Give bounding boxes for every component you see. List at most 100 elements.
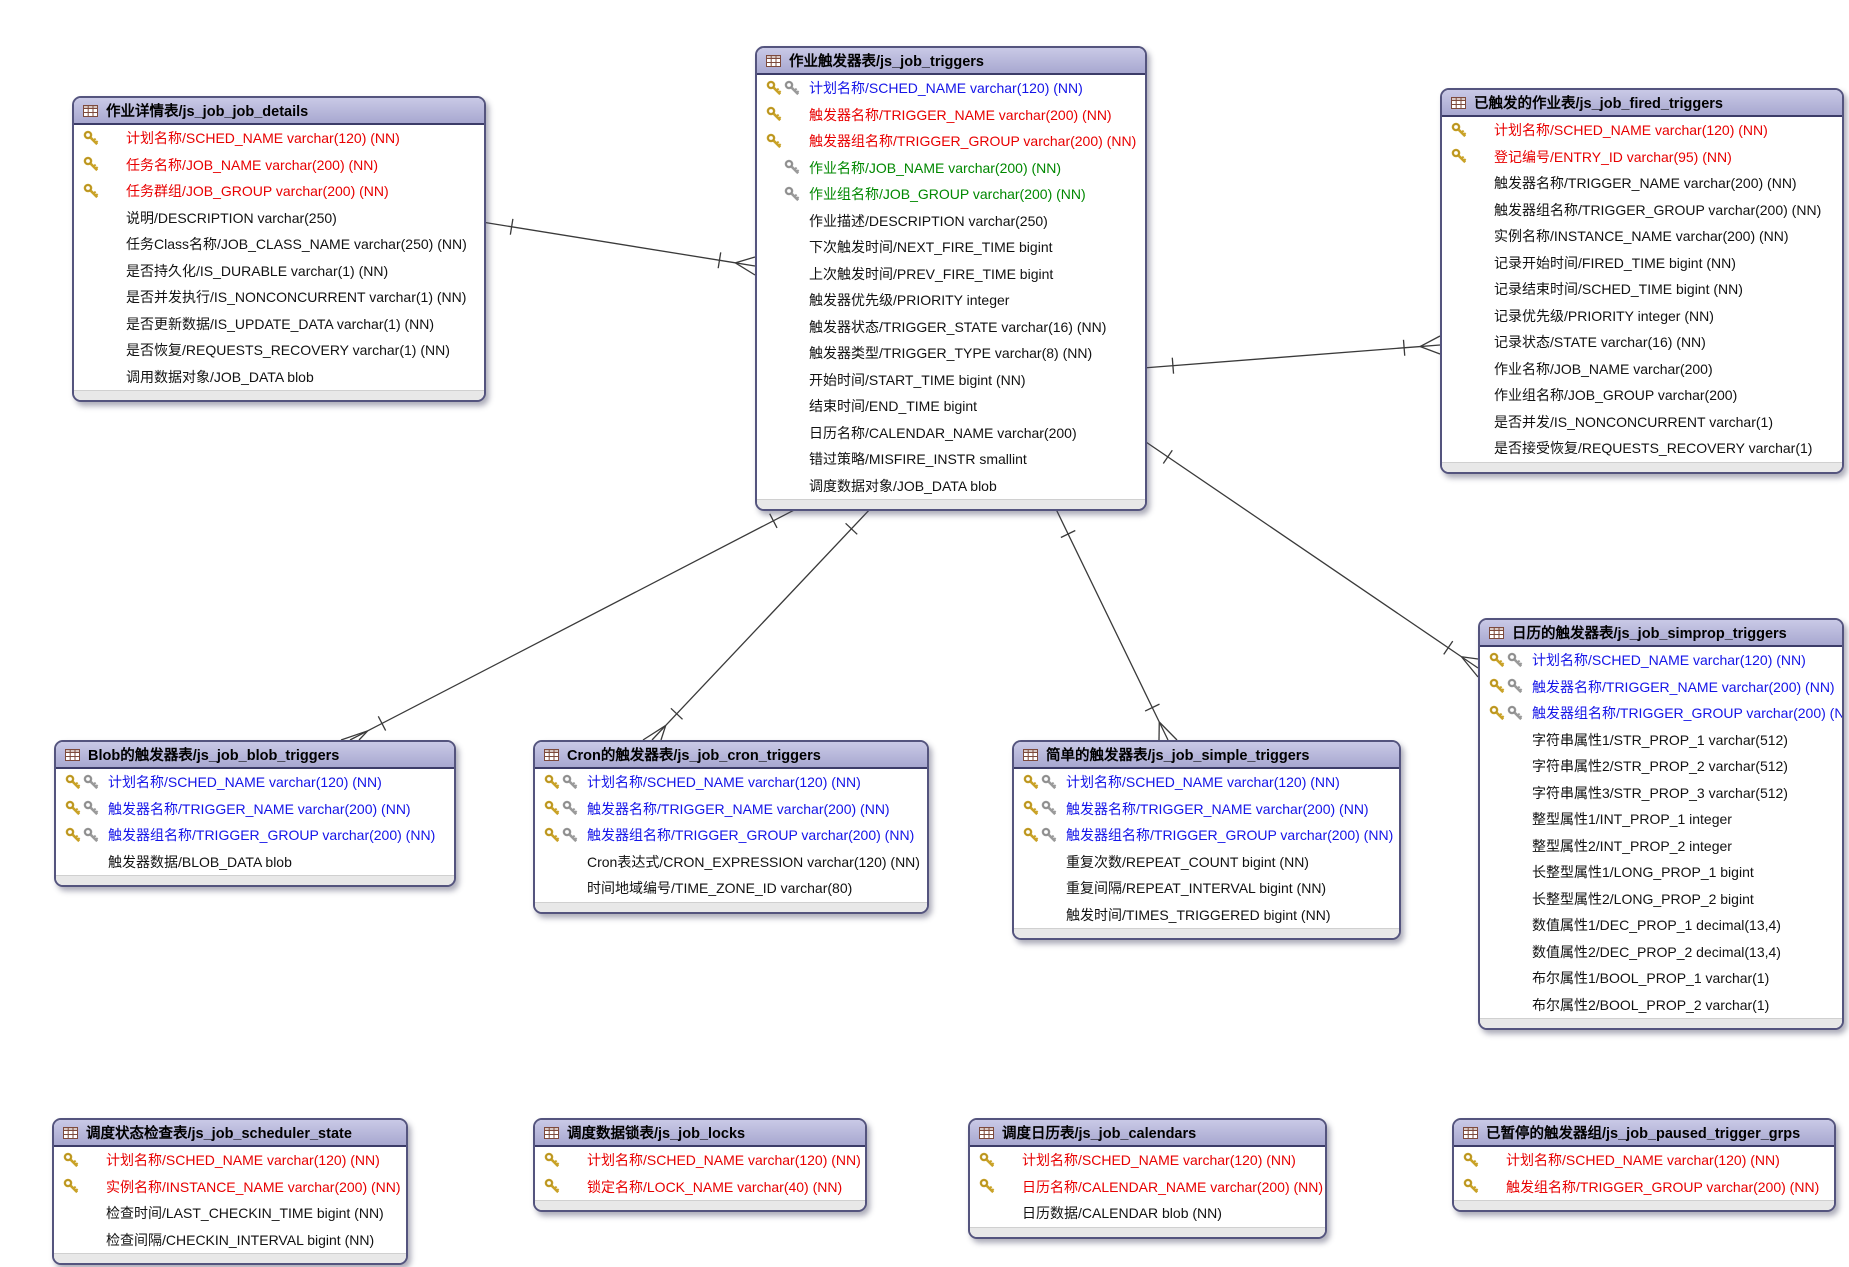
field-row[interactable]: 计划名称/SCHED_NAME varchar(120) (NN) [535,769,927,796]
field-row[interactable]: 计划名称/SCHED_NAME varchar(120) (NN) [74,125,484,152]
field-row[interactable]: 结束时间/END_TIME bigint [757,393,1145,420]
field-row[interactable]: 是否恢复/REQUESTS_RECOVERY varchar(1) (NN) [74,337,484,364]
field-row[interactable]: 整型属性1/INT_PROP_1 integer [1480,806,1842,833]
field-row[interactable]: 锁定名称/LOCK_NAME varchar(40) (NN) [535,1174,865,1201]
field-row[interactable]: 是否并发/IS_NONCONCURRENT varchar(1) [1442,409,1842,436]
field-row[interactable]: 上次触发时间/PREV_FIRE_TIME bigint [757,261,1145,288]
table-title-bar[interactable]: 作业详情表/js_job_job_details [74,98,484,125]
table-title-bar[interactable]: Cron的触发器表/js_job_cron_triggers [535,742,927,769]
field-row[interactable]: 错过策略/MISFIRE_INSTR smallint [757,446,1145,473]
field-row[interactable]: 实例名称/INSTANCE_NAME varchar(200) (NN) [54,1174,406,1201]
field-row[interactable]: 字符串属性2/STR_PROP_2 varchar(512) [1480,753,1842,780]
field-row[interactable]: 长整型属性1/LONG_PROP_1 bigint [1480,859,1842,886]
field-row[interactable]: 触发器组名称/TRIGGER_GROUP varchar(200) (NN) [535,822,927,849]
field-row[interactable]: 计划名称/SCHED_NAME varchar(120) (NN) [757,75,1145,102]
field-row[interactable]: 触发时间/TIMES_TRIGGERED bigint (NN) [1014,902,1399,929]
field-row[interactable]: 检查时间/LAST_CHECKIN_TIME bigint (NN) [54,1200,406,1227]
field-row[interactable]: 计划名称/SCHED_NAME varchar(120) (NN) [970,1147,1325,1174]
field-row[interactable]: 触发器名称/TRIGGER_NAME varchar(200) (NN) [1014,796,1399,823]
field-row[interactable]: 触发器数据/BLOB_DATA blob [56,849,454,876]
field-row[interactable]: 触发器状态/TRIGGER_STATE varchar(16) (NN) [757,314,1145,341]
field-row[interactable]: 字符串属性1/STR_PROP_1 varchar(512) [1480,727,1842,754]
table-title-bar[interactable]: 已暂停的触发器组/js_job_paused_trigger_grps [1454,1120,1834,1147]
field-row[interactable]: 字符串属性3/STR_PROP_3 varchar(512) [1480,780,1842,807]
field-row[interactable]: 触发器名称/TRIGGER_NAME varchar(200) (NN) [1480,674,1842,701]
field-row[interactable]: 时间地域编号/TIME_ZONE_ID varchar(80) [535,875,927,902]
field-row[interactable]: 说明/DESCRIPTION varchar(250) [74,205,484,232]
field-row[interactable]: 作业名称/JOB_NAME varchar(200) (NN) [757,155,1145,182]
field-row[interactable]: 调度数据对象/JOB_DATA blob [757,473,1145,500]
field-row[interactable]: 重复间隔/REPEAT_INTERVAL bigint (NN) [1014,875,1399,902]
field-row[interactable]: 日历数据/CALENDAR blob (NN) [970,1200,1325,1227]
field-row[interactable]: 触发器名称/TRIGGER_NAME varchar(200) (NN) [535,796,927,823]
field-row[interactable]: 调用数据对象/JOB_DATA blob [74,364,484,391]
field-row[interactable]: 作业组名称/JOB_GROUP varchar(200) [1442,382,1842,409]
field-row[interactable]: 触发器名称/TRIGGER_NAME varchar(200) (NN) [757,102,1145,129]
field-row[interactable]: 长整型属性2/LONG_PROP_2 bigint [1480,886,1842,913]
field-row[interactable]: 是否持久化/IS_DURABLE varchar(1) (NN) [74,258,484,285]
field-row[interactable]: 记录状态/STATE varchar(16) (NN) [1442,329,1842,356]
field-row[interactable]: 是否更新数据/IS_UPDATE_DATA varchar(1) (NN) [74,311,484,338]
field-row[interactable]: 触发器类型/TRIGGER_TYPE varchar(8) (NN) [757,340,1145,367]
field-row[interactable]: 触发器优先级/PRIORITY integer [757,287,1145,314]
field-row[interactable]: 记录结束时间/SCHED_TIME bigint (NN) [1442,276,1842,303]
field-row[interactable]: 日历名称/CALENDAR_NAME varchar(200) (NN) [970,1174,1325,1201]
field-row[interactable]: 重复次数/REPEAT_COUNT bigint (NN) [1014,849,1399,876]
field-row[interactable]: 触发组名称/TRIGGER_GROUP varchar(200) (NN) [1454,1174,1834,1201]
field-row[interactable]: 触发器组名称/TRIGGER_GROUP varchar(200) (NN) [1014,822,1399,849]
field-row[interactable]: 日历名称/CALENDAR_NAME varchar(200) [757,420,1145,447]
field-row[interactable]: 实例名称/INSTANCE_NAME varchar(200) (NN) [1442,223,1842,250]
field-row[interactable]: 下次触发时间/NEXT_FIRE_TIME bigint [757,234,1145,261]
field-row[interactable]: Cron表达式/CRON_EXPRESSION varchar(120) (NN… [535,849,927,876]
field-row[interactable]: 计划名称/SCHED_NAME varchar(120) (NN) [1454,1147,1834,1174]
field-row[interactable]: 作业组名称/JOB_GROUP varchar(200) (NN) [757,181,1145,208]
field-row[interactable]: 整型属性2/INT_PROP_2 integer [1480,833,1842,860]
field-row[interactable]: 布尔属性2/BOOL_PROP_2 varchar(1) [1480,992,1842,1019]
table-title-bar[interactable]: 简单的触发器表/js_job_simple_triggers [1014,742,1399,769]
table-title-bar[interactable]: Blob的触发器表/js_job_blob_triggers [56,742,454,769]
field-row[interactable]: 计划名称/SCHED_NAME varchar(120) (NN) [1480,647,1842,674]
field-row[interactable]: 任务名称/JOB_NAME varchar(200) (NN) [74,152,484,179]
table-title-bar[interactable]: 调度数据锁表/js_job_locks [535,1120,865,1147]
table-title-bar[interactable]: 调度日历表/js_job_calendars [970,1120,1325,1147]
field-row[interactable]: 计划名称/SCHED_NAME varchar(120) (NN) [56,769,454,796]
field-row[interactable]: 触发器名称/TRIGGER_NAME varchar(200) (NN) [56,796,454,823]
field-row[interactable]: 作业名称/JOB_NAME varchar(200) [1442,356,1842,383]
table-title-bar[interactable]: 已触发的作业表/js_job_fired_triggers [1442,90,1842,117]
field-row[interactable]: 计划名称/SCHED_NAME varchar(120) (NN) [1014,769,1399,796]
field-row[interactable]: 触发器组名称/TRIGGER_GROUP varchar(200) (NN) [56,822,454,849]
field-row[interactable]: 是否并发执行/IS_NONCONCURRENT varchar(1) (NN) [74,284,484,311]
field-row[interactable]: 触发器组名称/TRIGGER_GROUP varchar(200) (NN) [757,128,1145,155]
field-row[interactable]: 检查间隔/CHECKIN_INTERVAL bigint (NN) [54,1227,406,1254]
field-row[interactable]: 记录优先级/PRIORITY integer (NN) [1442,303,1842,330]
field-row[interactable]: 数值属性1/DEC_PROP_1 decimal(13,4) [1480,912,1842,939]
field-row[interactable]: 计划名称/SCHED_NAME varchar(120) (NN) [54,1147,406,1174]
field-row[interactable]: 开始时间/START_TIME bigint (NN) [757,367,1145,394]
field-row[interactable]: 布尔属性1/BOOL_PROP_1 varchar(1) [1480,965,1842,992]
field-row[interactable]: 触发器组名称/TRIGGER_GROUP varchar(200) (NN) [1442,197,1842,224]
table-title-bar[interactable]: 日历的触发器表/js_job_simprop_triggers [1480,620,1842,647]
field-row[interactable]: 计划名称/SCHED_NAME varchar(120) (NN) [535,1147,865,1174]
field-row[interactable]: 计划名称/SCHED_NAME varchar(120) (NN) [1442,117,1842,144]
field-row[interactable]: 触发器组名称/TRIGGER_GROUP varchar(200) (NN) [1480,700,1842,727]
field-row[interactable]: 登记编号/ENTRY_ID varchar(95) (NN) [1442,144,1842,171]
field-row[interactable]: 记录开始时间/FIRED_TIME bigint (NN) [1442,250,1842,277]
field-row[interactable]: 是否接受恢复/REQUESTS_RECOVERY varchar(1) [1442,435,1842,462]
field-row[interactable]: 任务群组/JOB_GROUP varchar(200) (NN) [74,178,484,205]
field-row[interactable]: 任务Class名称/JOB_CLASS_NAME varchar(250) (N… [74,231,484,258]
table-title-bar[interactable]: 作业触发器表/js_job_triggers [757,48,1145,75]
table-title-bar[interactable]: 调度状态检查表/js_job_scheduler_state [54,1120,406,1147]
field-row[interactable]: 数值属性2/DEC_PROP_2 decimal(13,4) [1480,939,1842,966]
field-row[interactable]: 作业描述/DESCRIPTION varchar(250) [757,208,1145,235]
